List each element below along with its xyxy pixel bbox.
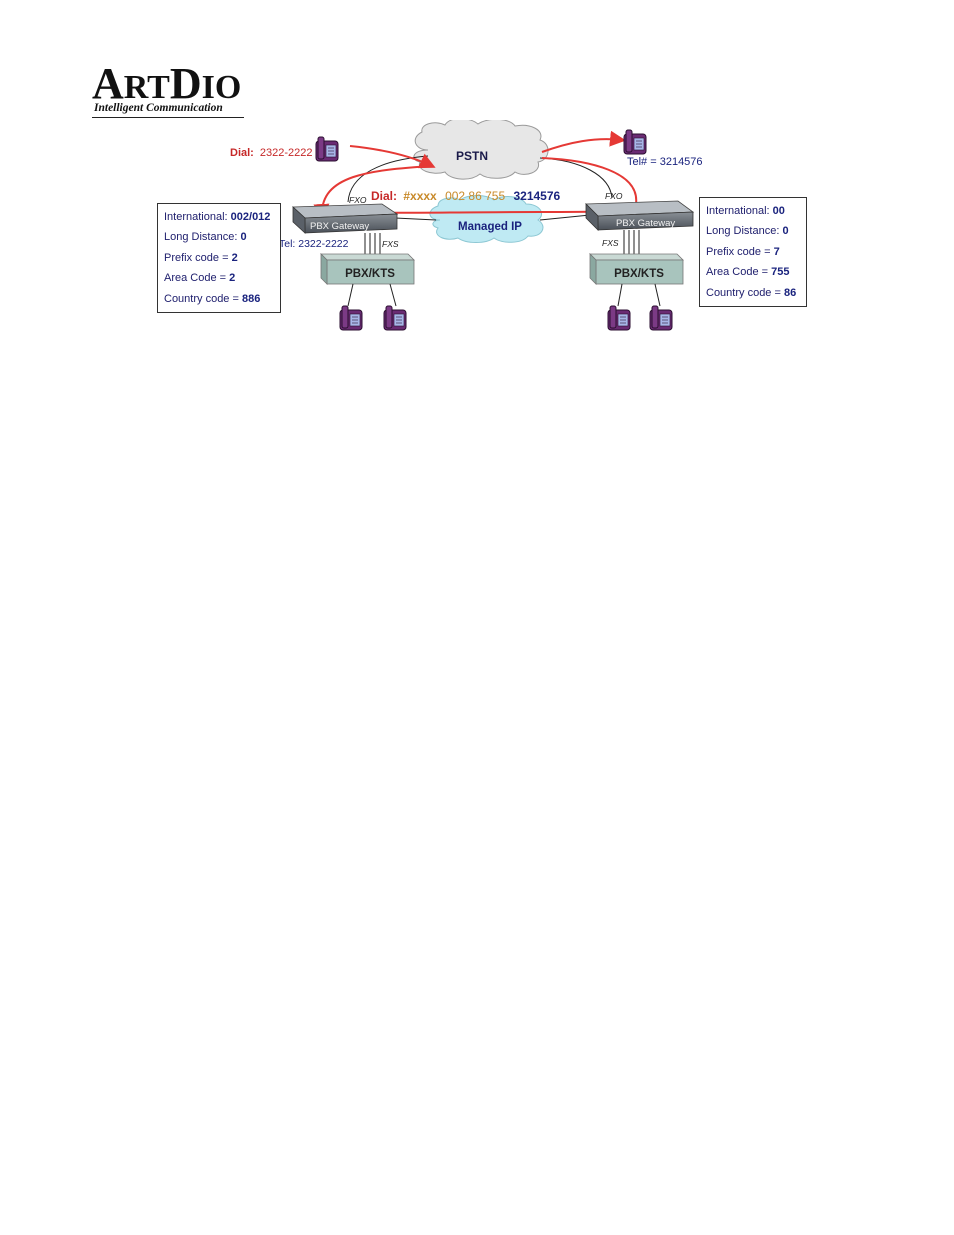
managed-ip-label: Managed IP — [458, 221, 522, 233]
right-pbx-label: PBX/KTS — [614, 268, 664, 280]
diagram-canvas: PSTN Managed IP Dial: 2322-2222 Tel# = 3… — [230, 120, 703, 331]
left-extension-phone-2-icon — [383, 305, 407, 331]
artdio-logo: ARTDIO Intelligent Communication — [92, 62, 252, 122]
left-gateway-label: PBX Gateway — [310, 221, 369, 232]
left-fxs-label: FXS — [382, 239, 399, 249]
network-diagram: PSTN Managed IP Dial: 2322-2222 Tel# = 3… — [150, 120, 810, 340]
left-dialing-info-box: International: 002/012 Long Distance: 0 … — [157, 203, 281, 313]
left-return-path — [313, 165, 433, 220]
left-dial-label: Dial: 2322-2222 — [230, 147, 313, 159]
left-extension-phone-1-icon — [339, 305, 363, 331]
right-fxo-label: FXO — [605, 191, 623, 201]
right-tel-label: Tel# = 3214576 — [627, 156, 703, 168]
left-info-row: Area Code = 2 — [164, 272, 236, 285]
logo-underline — [92, 117, 244, 118]
callee-phone-icon — [623, 129, 647, 155]
right-ip-link — [539, 214, 591, 221]
left-pbx-kts: PBX/KTS — [320, 253, 415, 285]
pstn-label: PSTN — [456, 149, 488, 163]
right-fxs-label: FXS — [602, 238, 619, 248]
right-info-row: Area Code = 755 — [706, 266, 790, 279]
left-pbx-label: PBX/KTS — [345, 268, 395, 280]
center-dial-string: Dial: #xxxx 002 86 755 3214576 — [371, 189, 561, 203]
left-info-row: Prefix code = 2 — [164, 251, 238, 264]
logo-tagline: Intelligent Communication — [94, 102, 223, 114]
right-info-row: Country code = 86 — [706, 286, 797, 299]
right-return-path — [541, 157, 638, 205]
left-fxo-label: FXO — [349, 195, 367, 205]
logo-wordmark: ARTDIO — [92, 59, 242, 108]
right-gateway-label: PBX Gateway — [616, 218, 675, 229]
right-extension-phone-1-icon — [607, 305, 631, 331]
right-dial-path — [541, 130, 626, 153]
right-extension-phone-2-icon — [649, 305, 673, 331]
left-ip-link — [394, 217, 437, 221]
left-gateway-tel: Tel: 2322-2222 — [279, 238, 349, 250]
pstn-cloud: PSTN — [413, 120, 549, 180]
right-info-row: Prefix code = 7 — [706, 245, 780, 258]
right-info-row: Long Distance: 0 — [706, 225, 789, 238]
managed-ip-cloud: Managed IP — [429, 195, 544, 243]
right-pbx-kts: PBX/KTS — [589, 253, 684, 285]
left-info-row: Long Distance: 0 — [164, 231, 247, 244]
right-pbx-gateway: PBX Gateway — [585, 200, 695, 231]
left-info-row: Country code = 886 — [164, 292, 261, 305]
right-dialing-info-box: International: 00 Long Distance: 0 Prefi… — [699, 197, 807, 307]
caller-phone-icon — [315, 136, 339, 162]
left-dial-path — [349, 145, 436, 169]
right-info-row: International: 00 — [706, 205, 785, 217]
left-info-row: International: 002/012 — [164, 211, 271, 223]
left-pbx-gateway: PBX Gateway — [292, 203, 399, 234]
